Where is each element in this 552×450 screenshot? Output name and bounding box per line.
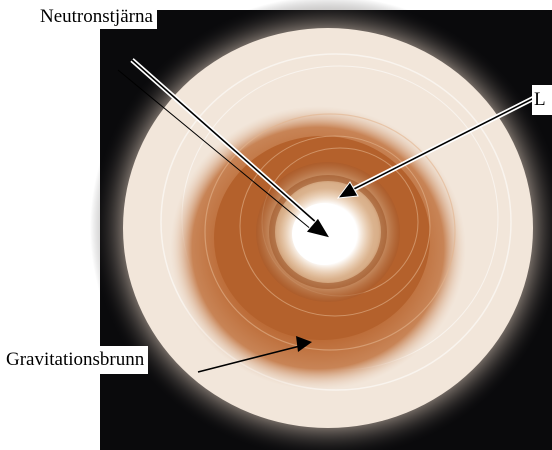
gravity-well-label: Gravitationsbrunn [0,346,148,374]
light-label: L [532,85,552,115]
neutron-star-label: Neutronstjärna [36,5,157,29]
